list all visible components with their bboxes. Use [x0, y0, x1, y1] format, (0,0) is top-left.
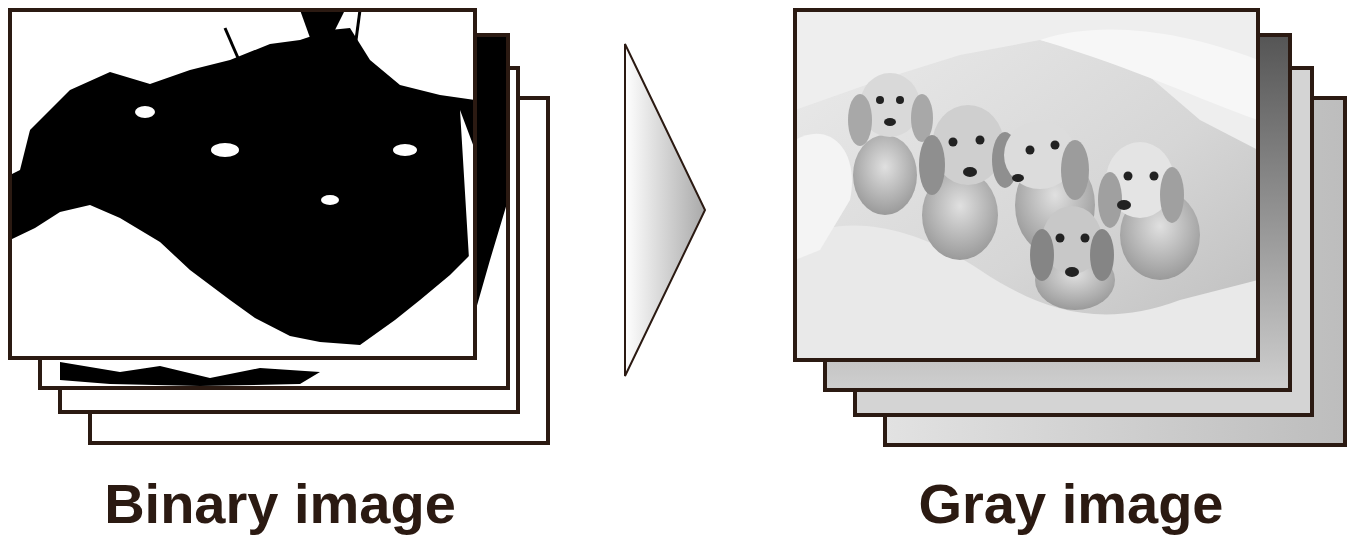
puppy-eye: [1124, 172, 1133, 181]
binary-stack: [10, 10, 548, 443]
frame-fill: [795, 10, 1258, 360]
puppy-nose: [1117, 200, 1131, 210]
stack-label: Gray image: [795, 472, 1347, 536]
stack-label: Binary image: [10, 472, 550, 536]
puppy-ear: [1030, 229, 1054, 281]
puppy-eye: [949, 138, 958, 147]
gray-stack: [795, 10, 1345, 445]
frame-border: [795, 10, 1258, 360]
sofa-cushion: [1040, 30, 1258, 120]
puppy-nose: [1012, 174, 1024, 182]
puppy-eye: [1150, 172, 1159, 181]
binary-sofa: [420, 110, 475, 358]
binary-highlight: [10, 120, 30, 175]
binary-line: [225, 28, 238, 58]
puppy-nose: [884, 118, 896, 126]
puppy-ear: [848, 94, 872, 146]
puppy-ear: [1098, 172, 1122, 228]
image-stack: Gray image: [795, 10, 1347, 540]
arrow-connector: [625, 44, 705, 376]
puppy-ear: [919, 135, 945, 195]
puppy-eye: [876, 96, 884, 104]
puppy-ear: [1061, 140, 1089, 200]
puppy-ear: [1160, 167, 1184, 223]
puppy: [1030, 206, 1115, 310]
puppy: [1098, 142, 1200, 280]
puppy: [919, 105, 1018, 260]
puppy-nose: [963, 167, 977, 177]
puppy: [848, 73, 933, 215]
binary-blob: [300, 10, 345, 60]
puppy-body: [853, 135, 917, 215]
binary-sofa: [10, 225, 340, 358]
binary-highlight: [211, 143, 239, 157]
binary-highlight: [393, 144, 417, 156]
puppy-eye: [896, 96, 904, 104]
binary-highlight: [321, 195, 339, 205]
puppy-ear: [1090, 229, 1114, 281]
puppy-eye: [1026, 146, 1035, 155]
gray-photo: [795, 10, 1258, 360]
binary-line: [352, 10, 360, 70]
frame-fill: [10, 10, 475, 358]
puppy-ear: [911, 94, 933, 142]
puppy-eye: [976, 136, 985, 145]
puppy-eye: [1056, 234, 1065, 243]
binary-photo: [10, 10, 475, 358]
image-stack: Binary image: [10, 10, 550, 540]
puppy-eye: [1051, 141, 1060, 150]
binary-highlight: [135, 106, 155, 118]
sofa-arm: [795, 134, 852, 260]
binary-blob: [60, 362, 320, 386]
frame-border: [10, 10, 475, 358]
puppy-eye: [1081, 234, 1090, 243]
puppy-nose: [1065, 267, 1079, 277]
